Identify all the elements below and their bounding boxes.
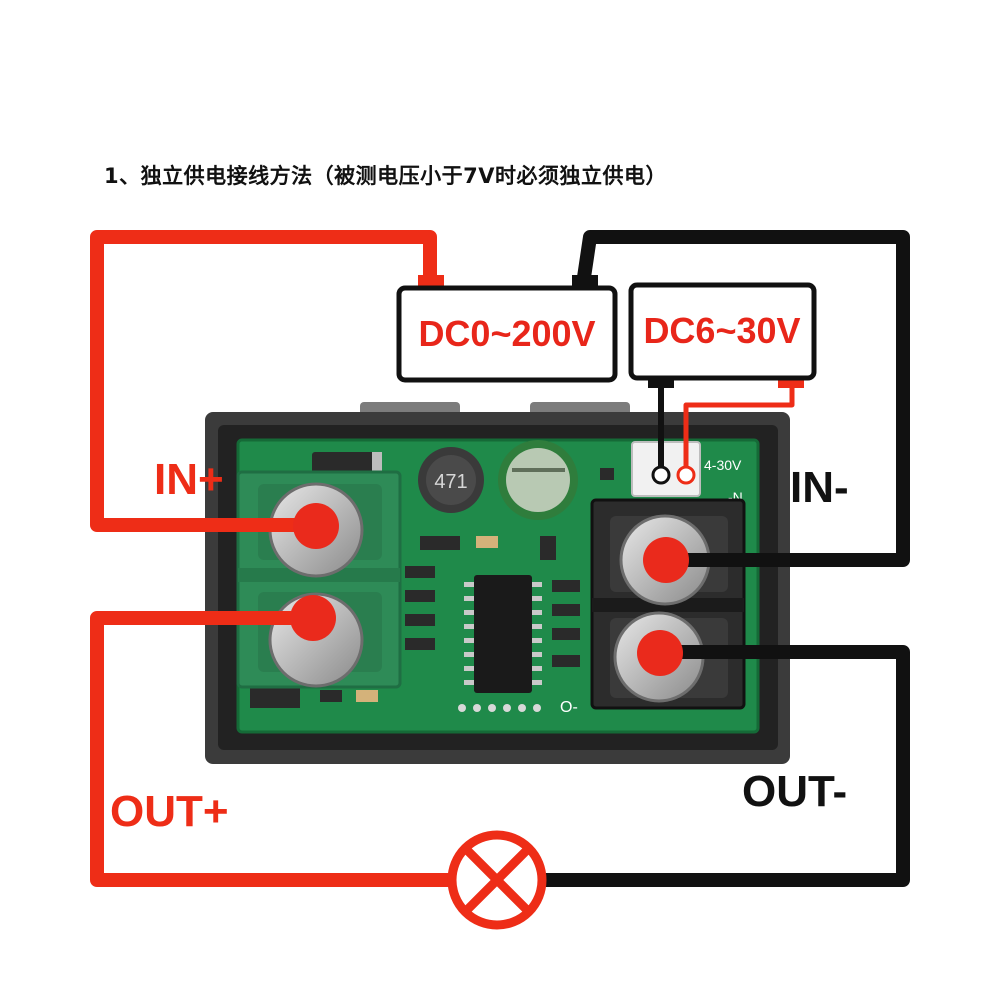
aux-pin-negative bbox=[651, 465, 671, 485]
wire-out-plus bbox=[90, 611, 457, 887]
diode-component bbox=[312, 452, 382, 476]
aux-supply-box bbox=[628, 282, 817, 381]
label-in-plus: IN+ bbox=[154, 455, 224, 504]
output-terminal-block bbox=[590, 498, 746, 710]
out-minus-terminal-dot bbox=[637, 630, 683, 676]
diode-band bbox=[372, 452, 382, 476]
aux-supply-label: DC6~30V bbox=[643, 310, 800, 351]
out-plus-terminal-dot bbox=[290, 595, 336, 641]
main-supply-box bbox=[396, 285, 618, 383]
diagram-heading: 1、独立供电接线方法（被测电压小于7V时必须独立供电） bbox=[104, 164, 667, 188]
port-marking: 4-30V bbox=[704, 457, 742, 473]
smd-components bbox=[250, 468, 614, 708]
board-corner-marking: O- bbox=[560, 699, 578, 716]
wire-in-minus bbox=[576, 230, 910, 567]
capacitor-top bbox=[506, 448, 570, 512]
inductor-marking: 471 bbox=[434, 471, 467, 493]
wire-in-plus bbox=[90, 230, 437, 532]
terminal-markers bbox=[290, 503, 689, 676]
wire-out-minus bbox=[538, 645, 910, 887]
inductor-core bbox=[426, 455, 476, 505]
label-in-minus: IN- bbox=[790, 463, 849, 512]
label-out-minus: OUT- bbox=[742, 767, 847, 816]
meter-module: 471 bbox=[205, 402, 790, 764]
main-supply-label: DC0~200V bbox=[418, 313, 595, 354]
wires bbox=[90, 230, 910, 887]
in-plus-terminal-dot bbox=[293, 503, 339, 549]
aux-pin-positive bbox=[676, 465, 696, 485]
ic-chip bbox=[474, 575, 532, 693]
label-out-plus: OUT+ bbox=[110, 787, 229, 836]
header-pins bbox=[458, 704, 541, 712]
in-minus-terminal-dot bbox=[643, 537, 689, 583]
load-lamp-icon bbox=[447, 830, 547, 930]
wire-aux-positive bbox=[683, 382, 795, 478]
ic-pins bbox=[464, 582, 542, 685]
